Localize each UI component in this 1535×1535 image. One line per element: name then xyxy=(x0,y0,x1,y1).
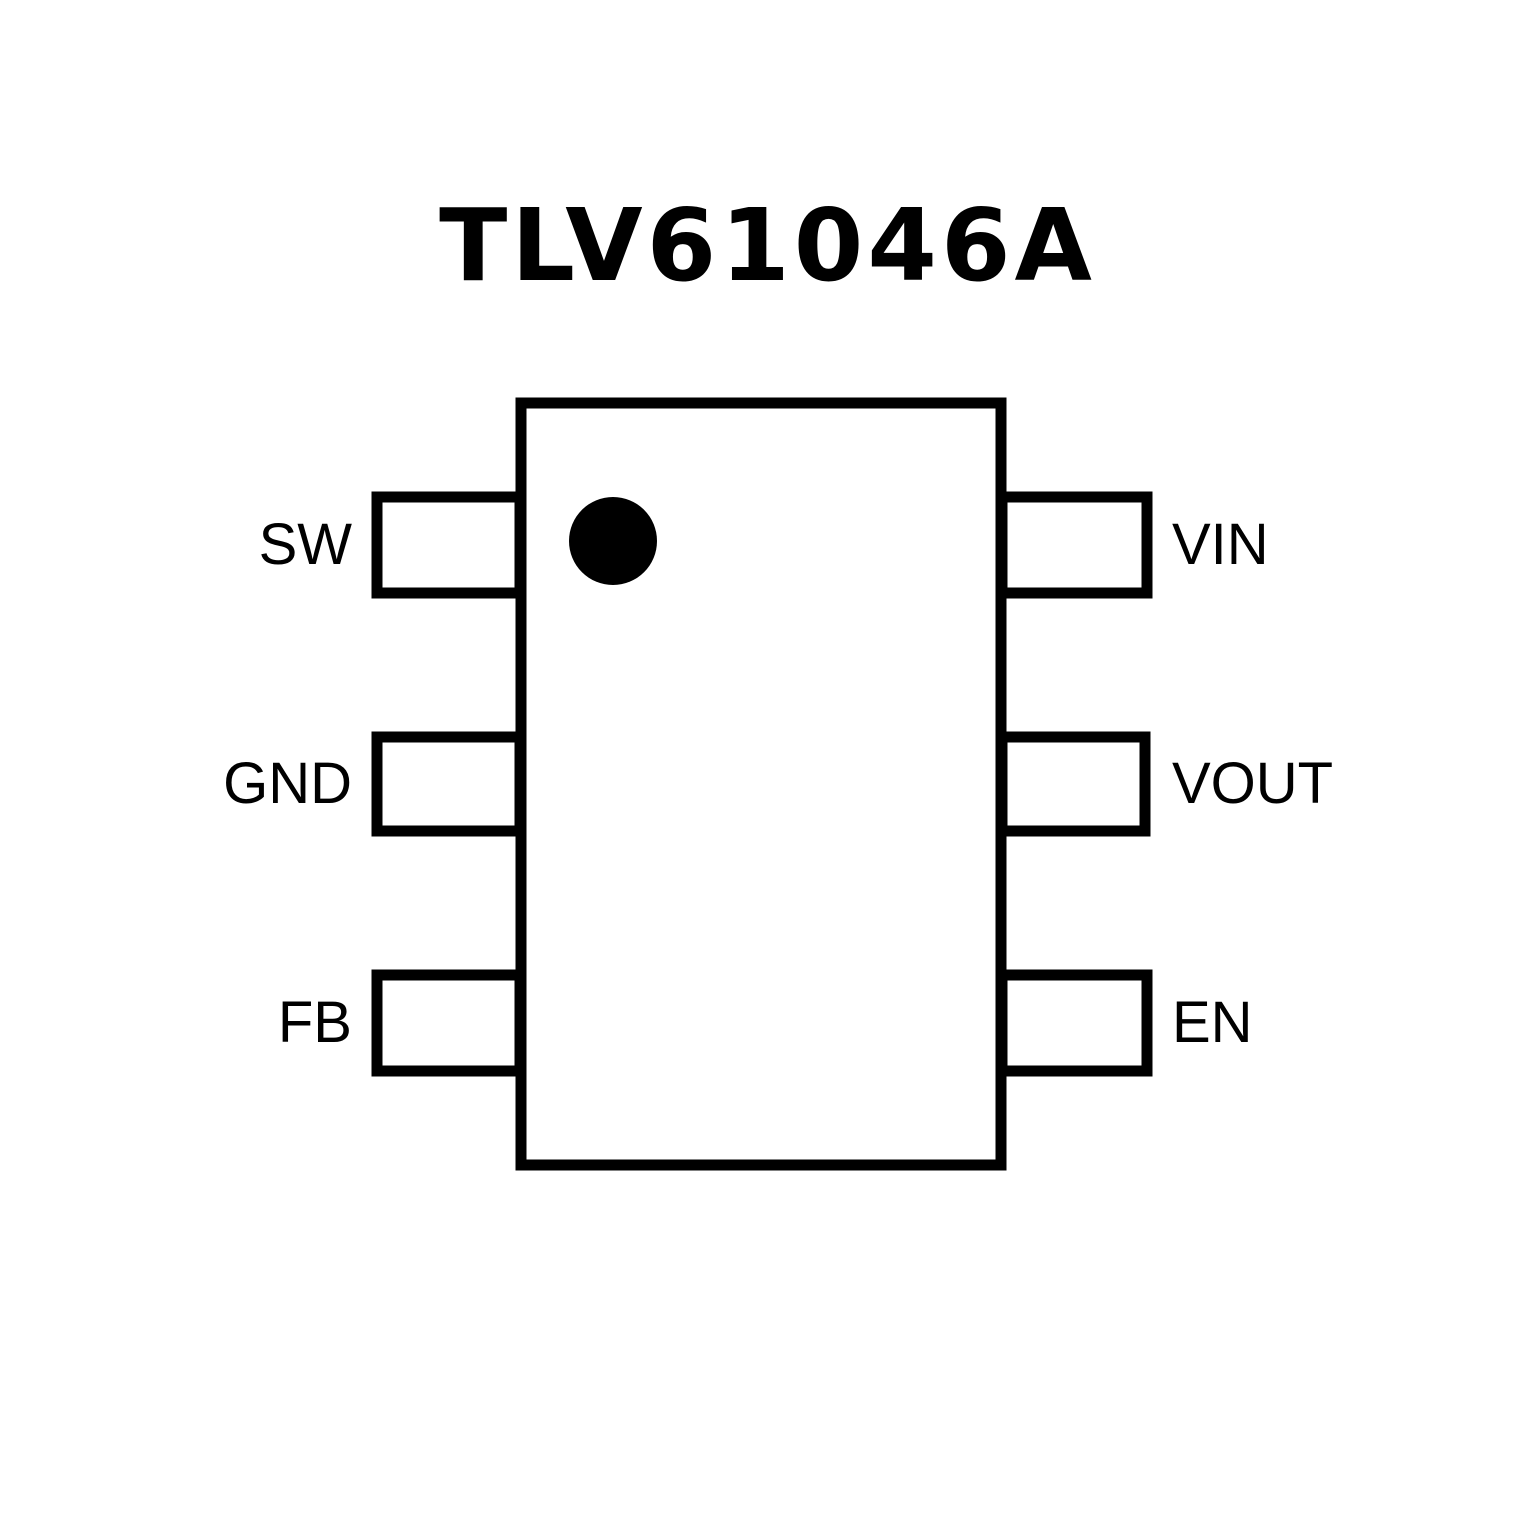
pin1-dot-icon xyxy=(569,497,657,585)
pin-label-vin: VIN xyxy=(1172,512,1269,577)
pin-sw xyxy=(371,491,526,599)
pin-en xyxy=(996,969,1153,1077)
pin-label-sw: SW xyxy=(259,512,353,577)
pin-label-fb: FB xyxy=(278,990,352,1055)
chip-title: TLV61046A xyxy=(439,187,1096,304)
pin-label-gnd: GND xyxy=(223,751,352,816)
pin-vin xyxy=(996,491,1153,599)
pin-label-vout: VOUT xyxy=(1172,751,1333,816)
pin-label-en: EN xyxy=(1172,990,1253,1055)
pin-vout xyxy=(996,731,1151,837)
pin-fb xyxy=(371,969,526,1077)
pin-gnd xyxy=(371,731,526,837)
